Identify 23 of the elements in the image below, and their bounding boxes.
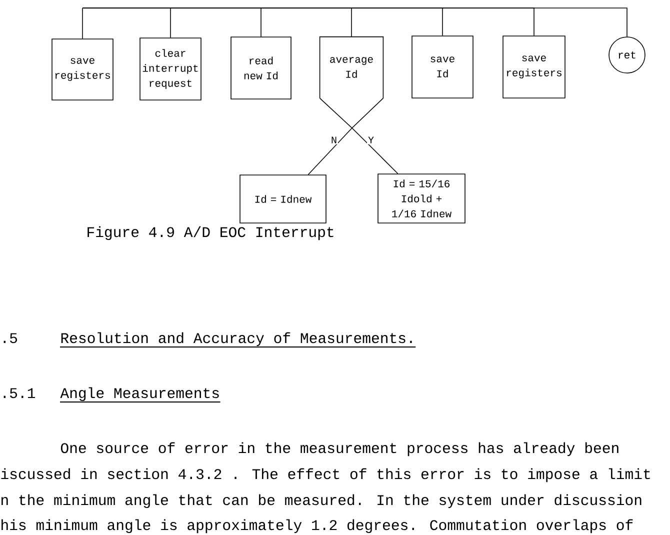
process-box: Id = 15/16 Idold + 1/16 Idnew	[378, 174, 466, 224]
process-box: save registers	[52, 38, 114, 100]
process-box: read new Id	[230, 36, 292, 100]
section-heading: Resolution and Accuracy of Measurements.	[60, 332, 416, 348]
figure-caption: Figure 4.9 A/D EOC Interrupt	[88, 226, 334, 240]
connector-line	[82, 8, 628, 37]
process-box: clear interrupt request	[140, 38, 202, 100]
paragraph-line: his minimum angle is approximately 1.2 degrees. Commutation overlaps of	[2, 519, 633, 534]
decision-box: average Id	[319, 36, 384, 99]
process-box: Id = Idnew	[240, 174, 326, 224]
process-box: save Id	[412, 36, 474, 98]
paragraph-line: n the minimum angle that can be measured. In the system under discussion	[2, 494, 642, 508]
section-number: .5	[4, 333, 18, 344]
connector-line	[82, 8, 83, 39]
edge-label: Y	[367, 136, 375, 144]
edge-label: N	[330, 136, 338, 144]
paragraph-line: iscussed in section 4.3.2 . The effect of this error is to impose a limit	[1, 468, 650, 482]
connector-line	[308, 98, 384, 175]
section-number: .5.1	[4, 388, 36, 398]
connector-line	[319, 98, 398, 174]
section-heading: Angle Measurements	[60, 387, 221, 402]
process-box: save registers	[502, 36, 566, 98]
paragraph-line: One source of error in the measurement process has already been	[60, 442, 618, 456]
